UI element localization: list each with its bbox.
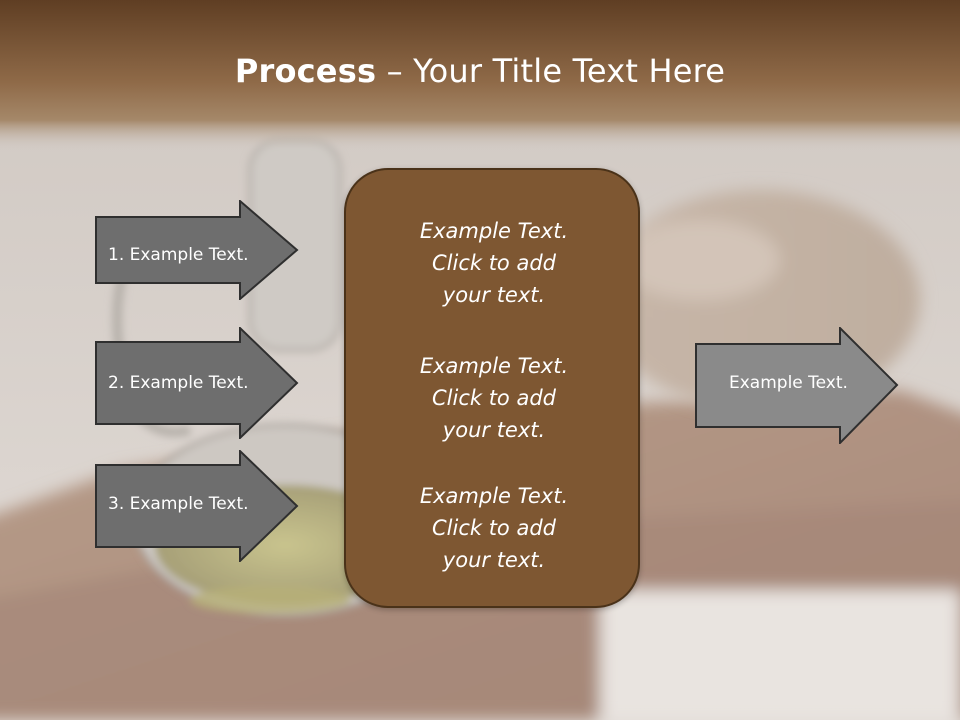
left-arrow-1[interactable]: 1. Example Text.: [95, 200, 300, 300]
left-arrow-3[interactable]: 3. Example Text.: [95, 450, 300, 562]
title-bold: Process: [234, 52, 377, 90]
right-arrow-label: Example Text.: [729, 373, 848, 393]
left-arrow-label: 3. Example Text.: [108, 494, 249, 514]
arrow-right-icon: [695, 327, 899, 444]
center-text-block-2[interactable]: Example Text. Click to add your text.: [346, 350, 642, 446]
center-text-block-1[interactable]: Example Text. Click to add your text.: [346, 215, 642, 311]
center-text-line: Click to add: [431, 386, 556, 410]
center-text-line: Click to add: [431, 251, 556, 275]
center-text-line: Example Text.: [419, 219, 569, 243]
center-text-block-3[interactable]: Example Text. Click to add your text.: [346, 480, 642, 576]
center-text-line: Example Text.: [419, 484, 569, 508]
arrow-right-icon: [95, 200, 299, 300]
center-text-line: Click to add: [431, 516, 556, 540]
left-arrow-2[interactable]: 2. Example Text.: [95, 327, 300, 439]
right-arrow[interactable]: Example Text.: [695, 327, 900, 444]
center-text-line: your text.: [442, 548, 546, 572]
page-title: Process – Your Title Text Here: [0, 52, 960, 90]
left-arrow-label: 1. Example Text.: [108, 245, 249, 265]
center-text-line: your text.: [442, 418, 546, 442]
center-content-box[interactable]: Example Text. Click to add your text. Ex…: [344, 168, 640, 608]
arrow-right-icon: [95, 450, 299, 562]
arrow-right-icon: [95, 327, 299, 439]
left-arrow-label: 2. Example Text.: [108, 373, 249, 393]
title-rest: – Your Title Text Here: [376, 52, 726, 90]
center-text-line: your text.: [442, 283, 546, 307]
title-bar: [0, 0, 960, 150]
center-text-line: Example Text.: [419, 354, 569, 378]
